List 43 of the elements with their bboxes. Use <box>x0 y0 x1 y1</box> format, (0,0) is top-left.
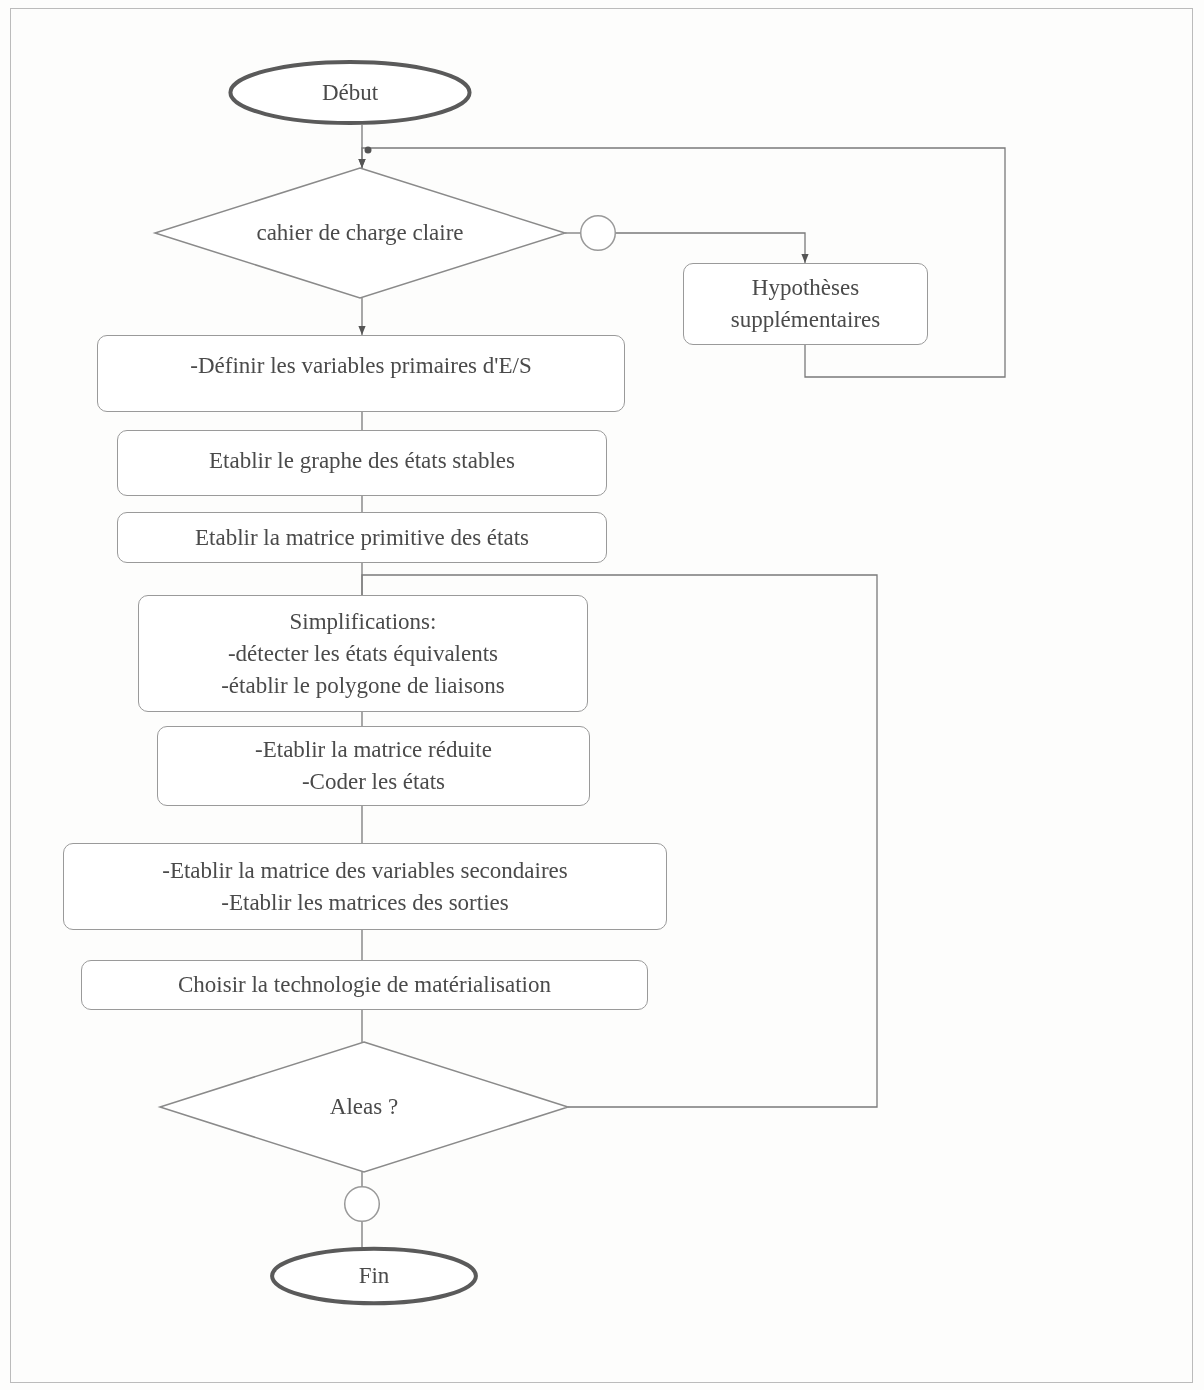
decision-diamond <box>160 1042 568 1172</box>
decision-diamond <box>155 168 565 298</box>
node-text: Etablir le graphe des états stables <box>209 447 515 475</box>
process-box <box>138 595 588 712</box>
node-text: Hypothèses supplémentaires <box>729 274 882 334</box>
node-text: -Etablir la matrice réduite <box>255 736 492 764</box>
connector-line <box>361 495 363 513</box>
connector-line <box>361 929 363 961</box>
connector-circle <box>580 215 616 251</box>
node-text: Simplifications: <box>289 607 437 636</box>
connector-line <box>564 232 581 234</box>
node-text: Choisir la technologie de matérialisation <box>178 971 551 999</box>
node-text: Etablir la matrice primitive des états <box>195 523 529 552</box>
node-text: -établir le polygone de liaisons <box>221 671 505 700</box>
connector-line <box>361 805 363 844</box>
process-box <box>683 263 928 345</box>
arrow <box>358 297 366 336</box>
process-box <box>117 430 607 496</box>
node-text: cahier de charge claire <box>256 219 464 247</box>
connector-line <box>361 1171 363 1187</box>
node-text: -Coder les états <box>301 768 446 796</box>
node-text: -Etablir les matrices des sorties <box>221 888 509 917</box>
node-text: -Etablir la matrice des variables secondaires <box>162 856 568 885</box>
connector-line <box>361 711 363 727</box>
process-box <box>97 335 625 412</box>
connector-circle <box>344 1186 380 1222</box>
node-text: Début <box>321 78 379 107</box>
arrow <box>615 232 809 264</box>
process-box <box>157 726 590 806</box>
connector-line <box>361 411 363 431</box>
terminal-ellipse <box>228 60 472 125</box>
node-text: -détecter les états équivalents <box>227 639 499 668</box>
arrow <box>358 147 1006 378</box>
node-text: Fin <box>358 1262 390 1290</box>
connector-line <box>361 574 878 1108</box>
node-text: Aleas ? <box>329 1093 399 1121</box>
process-box <box>81 960 648 1010</box>
terminal-ellipse <box>270 1247 478 1305</box>
connector-line <box>361 1009 363 1043</box>
connector-line <box>361 1221 363 1248</box>
process-box <box>117 512 607 563</box>
node-text: -Définir les variables primaires d'E/S <box>190 352 532 380</box>
process-box <box>63 843 667 930</box>
